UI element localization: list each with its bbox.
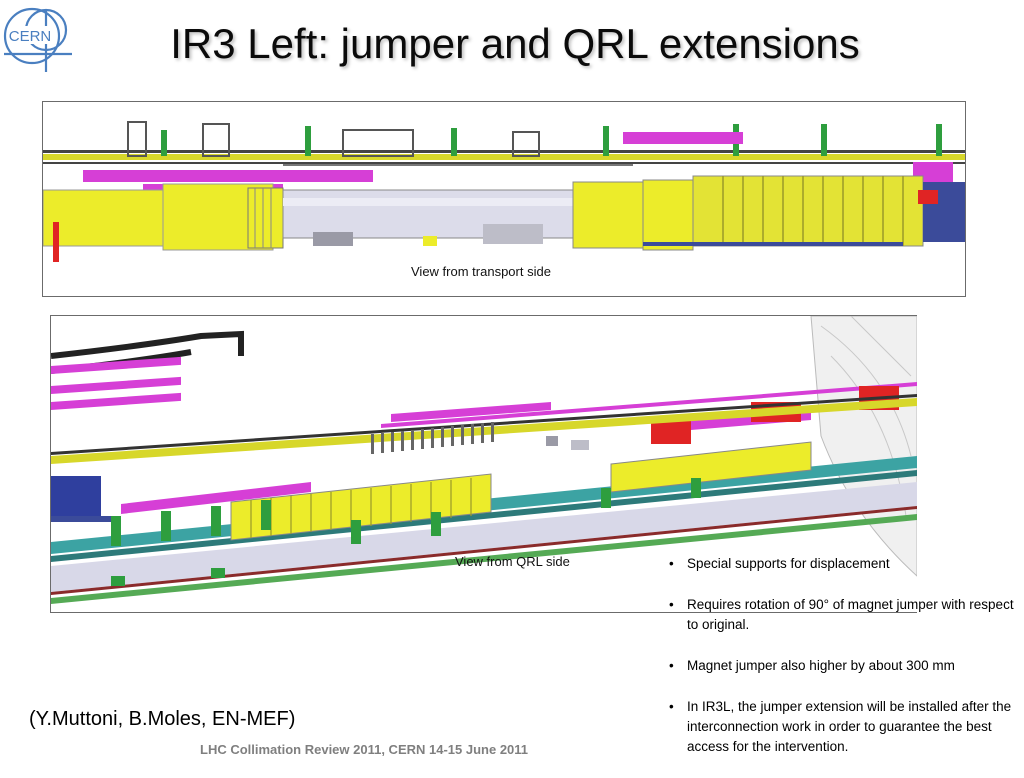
bullet-item: In IR3L, the jumper extension will be in… — [668, 697, 1018, 757]
bullet-list: Special supports for displacement Requir… — [668, 554, 1018, 778]
cern-logo: CERN — [3, 7, 72, 72]
bullet-item: Requires rotation of 90° of magnet jumpe… — [668, 595, 1018, 635]
caption-qrl-side: View from QRL side — [455, 554, 570, 569]
caption-transport-side: View from transport side — [411, 264, 551, 279]
footer-text: LHC Collimation Review 2011, CERN 14-15 … — [200, 742, 529, 757]
author-credit: (Y.Muttoni, B.Moles, EN-MEF) — [29, 708, 296, 730]
bullet-item: Magnet jumper also higher by about 300 m… — [668, 656, 1018, 676]
page-title: IR3 Left: jumper and QRL extensions — [170, 20, 860, 67]
bullet-item: Special supports for displacement — [668, 554, 1018, 574]
figure-transport-side: View from transport side — [42, 101, 966, 297]
figure-qrl-side: View from QRL side — [50, 315, 917, 613]
cern-logo-text: CERN — [9, 28, 52, 45]
